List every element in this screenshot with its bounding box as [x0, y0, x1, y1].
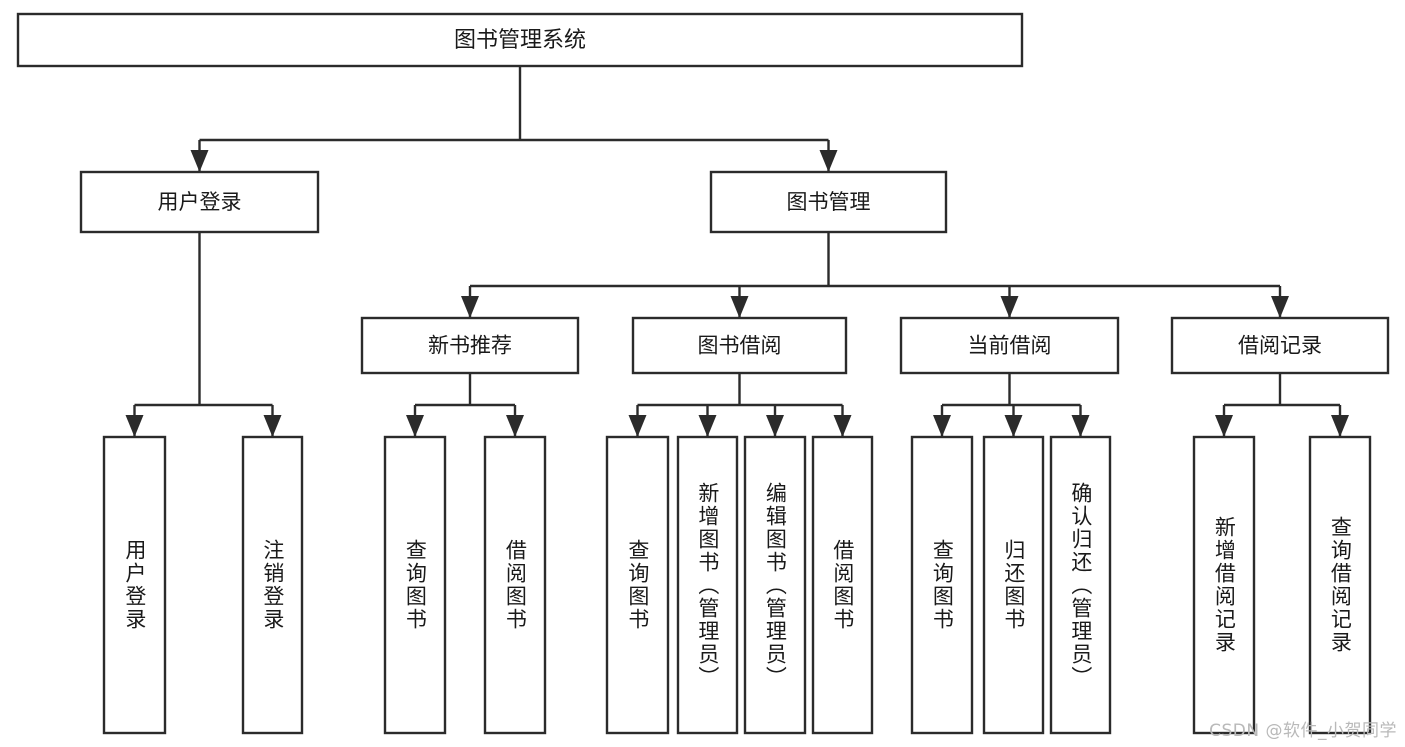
node-label-new-book-recommend: 新书推荐: [428, 334, 512, 358]
node-label-book-borrow: 图书借阅: [698, 334, 782, 358]
node-box-leaf-borrow-book-recommend[interactable]: [483, 435, 547, 735]
node-box-new-book-recommend[interactable]: [360, 316, 580, 375]
csdn-watermark: CSDN @软件_小贺同学: [1209, 721, 1397, 741]
arrow-head-icon: [263, 415, 282, 437]
node-box-leaf-query-book-borrow[interactable]: [605, 435, 670, 735]
node-label-borrow-record: 借阅记录: [1238, 334, 1322, 358]
node-box-leaf-add-book-admin[interactable]: [676, 435, 739, 735]
node-label-current-borrow: 当前借阅: [968, 334, 1052, 358]
node-box-leaf-borrow-book[interactable]: [811, 435, 874, 735]
node-box-book-borrow[interactable]: [631, 316, 848, 375]
node-box-leaf-query-borrow-record[interactable]: [1308, 435, 1372, 735]
arrow-head-icon: [190, 150, 209, 172]
node-box-book-management[interactable]: [709, 170, 948, 234]
node-box-leaf-query-book-recommend[interactable]: [383, 435, 447, 735]
arrow-head-icon: [833, 415, 852, 437]
node-box-current-borrow[interactable]: [899, 316, 1120, 375]
arrow-head-icon: [819, 150, 838, 172]
node-box-leaf-add-borrow-record[interactable]: [1192, 435, 1256, 735]
arrow-head-icon: [1071, 415, 1090, 437]
node-box-layer: [16, 12, 1390, 735]
arrow-head-icon: [766, 415, 784, 437]
arrow-head-icon: [1004, 415, 1023, 437]
node-box-leaf-user-login[interactable]: [102, 435, 167, 735]
arrow-head-icon: [730, 296, 749, 318]
node-box-borrow-record[interactable]: [1170, 316, 1390, 375]
node-box-user-login[interactable]: [79, 170, 320, 234]
node-box-leaf-query-book-current[interactable]: [910, 435, 974, 735]
arrow-head-icon: [1331, 415, 1349, 437]
node-label-user-login: 用户登录: [158, 190, 242, 214]
node-box-leaf-edit-book-admin[interactable]: [743, 435, 807, 735]
arrow-head-icon: [1271, 296, 1289, 318]
node-label-book-management: 图书管理: [787, 190, 871, 214]
arrow-head-icon: [933, 415, 951, 437]
arrow-head-icon: [125, 415, 144, 437]
arrow-head-icon: [461, 296, 479, 318]
node-box-leaf-return-book[interactable]: [982, 435, 1045, 735]
arrow-head-icon: [698, 415, 717, 437]
arrow-head-icon: [506, 415, 524, 437]
node-label-root: 图书管理系统: [454, 28, 586, 53]
node-box-leaf-confirm-return-admin[interactable]: [1049, 435, 1112, 735]
connector-layer: [125, 66, 1349, 437]
arrow-head-icon: [1000, 296, 1019, 318]
node-box-root[interactable]: [16, 12, 1024, 68]
arrow-head-icon: [1215, 415, 1233, 437]
node-box-leaf-user-logout[interactable]: [241, 435, 304, 735]
arrow-head-icon: [628, 415, 647, 437]
arrow-head-icon: [406, 415, 424, 437]
